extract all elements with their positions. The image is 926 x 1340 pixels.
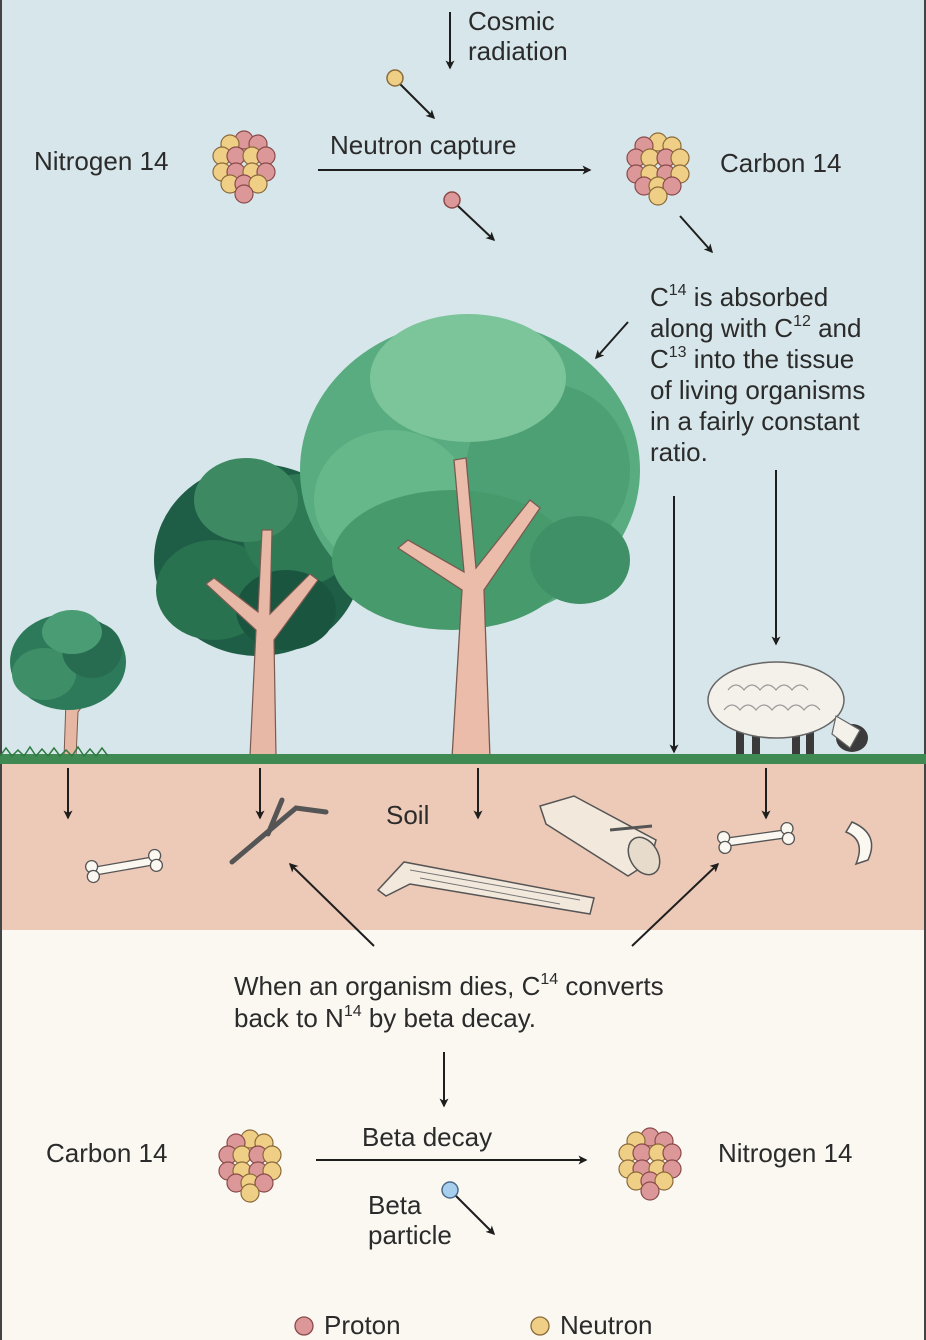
carbon-14-label-top: Carbon 14 xyxy=(720,148,841,178)
proton-ball xyxy=(227,147,245,165)
legend-proton-dot xyxy=(295,1317,313,1335)
soil-layer xyxy=(0,762,926,930)
soil-label: Soil xyxy=(386,800,429,830)
cosmic-radiation-label: Cosmic radiation xyxy=(468,6,568,66)
nitrogen-14-label-bottom: Nitrogen 14 xyxy=(718,1138,852,1168)
carbon-14-label-bottom: Carbon 14 xyxy=(46,1138,167,1168)
legend-neutron-dot xyxy=(531,1317,549,1335)
proton-ball xyxy=(235,185,253,203)
neutron-ball xyxy=(671,149,689,167)
proton-ball xyxy=(257,147,275,165)
absorption-text: C14 is absorbed along with C12 and C13 i… xyxy=(650,282,865,468)
proton-ball xyxy=(663,1144,681,1162)
neutron-ball xyxy=(649,187,667,205)
neutron-ball xyxy=(641,149,659,167)
neutron-ball xyxy=(233,1146,251,1164)
legend-proton-label: Proton xyxy=(324,1310,401,1340)
beta-particle-label: Beta particle xyxy=(368,1190,452,1250)
grass-strip xyxy=(0,754,926,764)
nitrogen-14-label-top: Nitrogen 14 xyxy=(34,146,168,176)
decay-text: When an organism dies, C14 converts back… xyxy=(234,970,664,1034)
neutron-capture-label: Neutron capture xyxy=(330,130,516,160)
proton-ball xyxy=(641,1182,659,1200)
neutron-ball xyxy=(263,1146,281,1164)
beta-decay-label: Beta decay xyxy=(362,1122,492,1152)
proton-ball xyxy=(633,1144,651,1162)
neutron-ball xyxy=(241,1184,259,1202)
legend-neutron-label: Neutron xyxy=(560,1310,653,1340)
